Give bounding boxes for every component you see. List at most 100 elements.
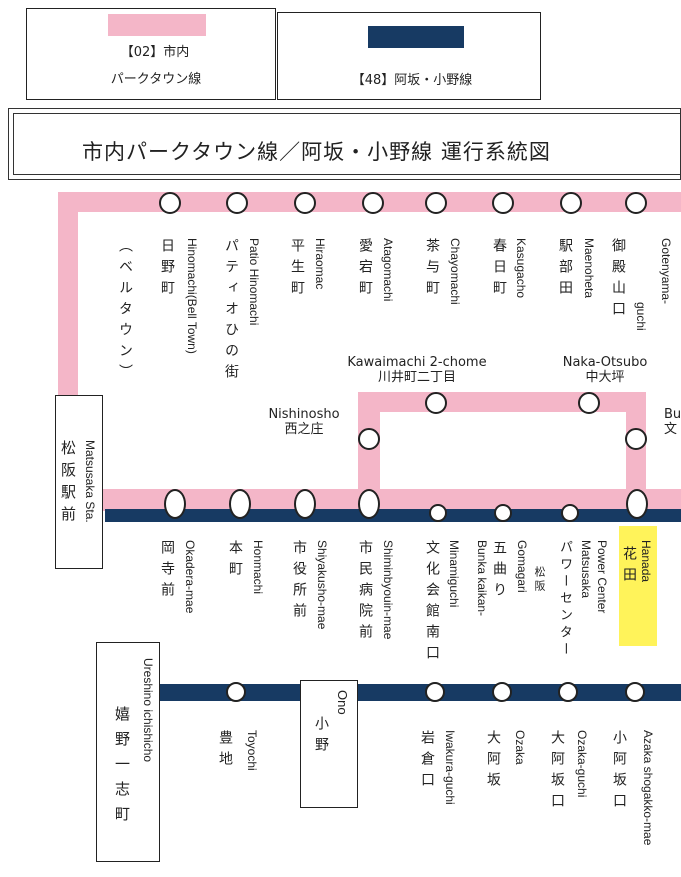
label-ro-atagomachi: Atagomachi	[381, 238, 395, 302]
highlight-hanada	[619, 526, 657, 646]
label-jp-shiyakusho: 市役所前	[291, 540, 307, 624]
label-ro-okadera: Okadera-mae	[183, 540, 197, 614]
stop-maenoheta	[560, 192, 582, 214]
stop-shiminbyouin	[358, 489, 380, 519]
label-ro-gotenyama-2: guchi	[634, 302, 648, 331]
stop-ozaka-guchi	[558, 682, 578, 702]
navy-route-upper	[105, 509, 681, 522]
matsusaka-station-box	[55, 395, 103, 569]
stop-naka-otsubo	[578, 392, 600, 414]
legend-label-navy: 【48】阿坂・小野線	[351, 73, 473, 88]
label-jp-maenoheta: 駅部田	[557, 238, 573, 301]
label-bunka-partial: Bu 文	[664, 407, 681, 438]
legend-swatch-pink	[108, 14, 206, 36]
label-ro-patio: Patio Hinomachi	[247, 238, 261, 326]
stop-kasugacho	[492, 192, 514, 214]
label-ro-toyochi: Toyochi	[245, 730, 259, 771]
label-jp-kawaimachi: 川井町二丁目	[377, 369, 456, 385]
label-ro-ureshino: Ureshino ichishicho	[141, 658, 155, 763]
label-ro-chayomachi: Chayomachi	[448, 238, 462, 305]
label-ro-powercenter-1: Matsusaka	[579, 540, 593, 599]
label-ro-kawaimachi: Kawaimachi 2-chome	[347, 355, 487, 370]
label-ro-matsusaka: Matsusaka Sta.	[83, 440, 97, 523]
label-ro-hanada: Hanada	[639, 540, 653, 583]
label-ro-maenoheta: Maenoheta	[582, 238, 596, 299]
label-jp-ozaka: 大阿坂	[485, 730, 501, 793]
label-ro-minamiguchi-1: Bunka kaikan-	[475, 540, 489, 617]
label-jp-powercenter: パワーセンター	[557, 540, 572, 659]
legend-label-pink-line2: パークタウン線	[110, 72, 202, 87]
pink-route-left-vertical	[58, 192, 78, 402]
stop-iwakura	[425, 682, 445, 702]
label-kawaimachi: Kawaimachi 2-chome 川井町二丁目	[332, 355, 502, 386]
stop-chayomachi	[425, 192, 447, 214]
label-jp-powercenter-small: 松阪	[533, 566, 546, 594]
stop-shiyakusho	[294, 489, 316, 519]
label-ro-gomagari: Gomagari	[515, 540, 529, 593]
label-jp-ozaka-guchi: 大阿坂口	[549, 730, 565, 814]
label-ro-kasugacho: Kasugacho	[514, 238, 528, 299]
label-jp-atagomachi: 愛宕町	[357, 238, 373, 301]
label-jp-shiminbyouin: 市民病院前	[357, 540, 373, 645]
stop-gotenyama	[625, 192, 647, 214]
label-ro-iwakura: Iwakura-guchi	[443, 730, 457, 805]
label-ro-ozaka: Ozaka	[513, 730, 527, 765]
stop-nishinosho	[358, 428, 380, 450]
stop-powercenter	[561, 504, 579, 522]
navy-route-lower	[160, 684, 681, 701]
label-ro-shiyakusho: Shiyakusho-mae	[315, 540, 329, 630]
label-ro-naka-otsubo: Naka-Otsubo	[562, 355, 648, 370]
stop-loop-right	[625, 428, 647, 450]
legend-label-pink-line1: 【02】市内	[120, 45, 190, 60]
label-ro-shiminbyouin: Shiminbyouin-mae	[381, 540, 395, 640]
label-ro-hiraomac: Hiraomac	[313, 238, 327, 290]
label-jp-azaka-shogakko: 小阿坂口	[611, 730, 627, 814]
label-ro-azaka-shogakko: Azaka shogakko-mae	[641, 730, 655, 846]
stop-kawaimachi	[425, 392, 447, 414]
label-jp-hiraomac: 平生町	[289, 238, 305, 301]
label-jp-chayomachi: 茶与町	[424, 238, 440, 301]
label-jp-kasugacho: 春日町	[491, 238, 507, 301]
stop-honmachi	[229, 489, 251, 519]
label-jp-naka-otsubo: 中大坪	[585, 369, 625, 385]
label-jp-hinomachi: 日野町	[159, 238, 175, 301]
stop-atagomachi	[362, 192, 384, 214]
stop-ozaka	[492, 682, 512, 702]
stop-patio	[226, 192, 248, 214]
label-ro-ono: Ono	[335, 690, 350, 715]
legend-swatch-navy	[368, 26, 464, 48]
label-ro-gotenyama-1: Gotenyama-	[659, 238, 673, 305]
stop-hinomachi	[159, 192, 181, 214]
stop-hiraomac	[294, 192, 316, 214]
label-ro-hinomachi: Hinomachi(Bell Town)	[185, 238, 199, 354]
stop-minamiguchi	[429, 504, 447, 522]
stop-azaka-shogakko	[625, 682, 645, 702]
stop-hanada	[626, 489, 648, 519]
label-jp-nishinosho: 西之庄	[284, 421, 324, 437]
stop-okadera	[164, 489, 186, 519]
label-jp-gotenyama: 御殿山口	[610, 238, 626, 322]
label-jp-bunka-partial: 文	[664, 421, 678, 437]
label-jp-iwakura: 岩倉口	[419, 730, 435, 793]
label-jp-okadera: 岡寺前	[159, 540, 175, 603]
label-jp-ureshino: 嬉野一志町	[113, 706, 131, 831]
label-jp-honmachi: 本町	[227, 540, 243, 582]
label-jp-patio: パティオひの街	[223, 238, 239, 385]
label-ro-ozaka-guchi: Ozaka-guchi	[575, 730, 589, 798]
label-nishinosho: Nishinosho 西之庄	[254, 407, 354, 438]
label-jp-minamiguchi: 文化会館南口	[424, 540, 440, 666]
label-jp-hinomachi-sub: （ベルタウン）	[117, 238, 133, 385]
label-ro-powercenter-2: Power Center	[595, 540, 609, 614]
ureshino-box	[96, 642, 160, 862]
label-jp-hanada: 花田	[621, 546, 637, 588]
pink-loop-top	[358, 392, 646, 412]
page-title: 市内パークタウン線／阿坂・小野線 運行系統図	[82, 140, 551, 164]
label-jp-gomagari: 五曲り	[491, 540, 507, 603]
ono-box	[300, 680, 358, 808]
label-naka-otsubo: Naka-Otsubo 中大坪	[550, 355, 660, 386]
label-jp-toyochi: 豊地	[217, 730, 233, 772]
stop-toyochi	[226, 682, 246, 702]
label-ro-honmachi: Honmachi	[251, 540, 265, 595]
label-ro-bunka-partial: Bu	[664, 407, 681, 422]
label-ro-minamiguchi-2: Minamiguchi	[447, 540, 461, 608]
